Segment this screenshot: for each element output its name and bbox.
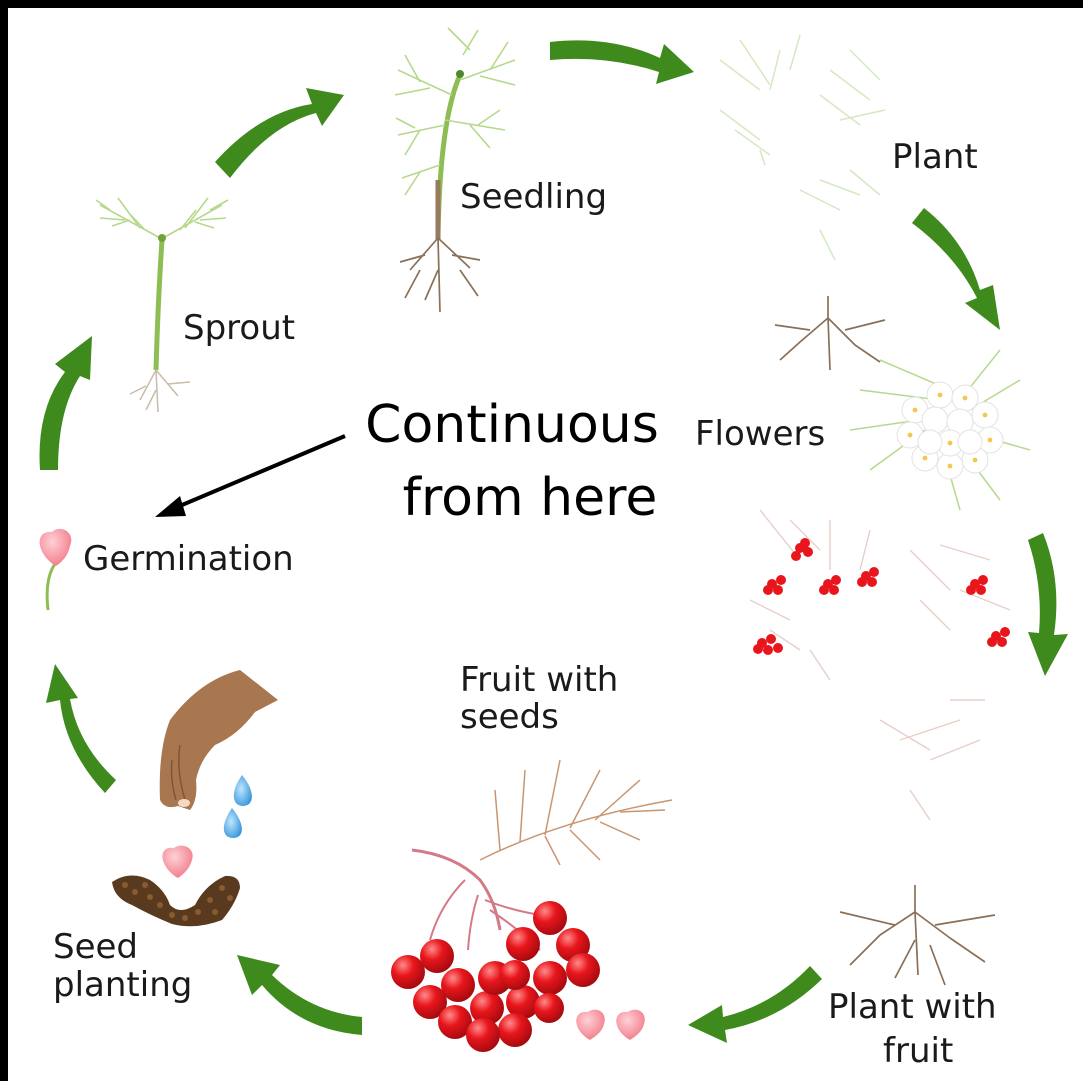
label-fruit-with-seeds-line2: seeds: [460, 697, 559, 737]
center-note-line1: Continuous: [365, 395, 659, 455]
arrow-plant-to-flowers: [912, 208, 1000, 330]
label-plant-with-fruit-line2: fruit: [883, 1031, 953, 1071]
arrow-fruit-to-planting: [237, 955, 362, 1035]
fruit-with-seeds-illustration: [391, 760, 672, 1052]
label-flowers: Flowers: [695, 414, 825, 454]
plant-illustration: [720, 35, 885, 370]
sprout-illustration: [96, 198, 228, 412]
hand: [160, 670, 278, 810]
label-seed-planting-line2: planting: [53, 965, 192, 1005]
label-plant-with-fruit-line1: Plant with: [828, 987, 997, 1027]
label-sprout: Sprout: [183, 308, 295, 348]
label-germination: Germination: [83, 539, 294, 579]
planted-seed: [162, 846, 192, 878]
arrow-seedling-to-plant: [550, 40, 694, 84]
arrow-flowers-to-fruitplant: [1028, 533, 1068, 676]
arrow-planting-to-germination: [46, 664, 116, 793]
soil: [112, 875, 240, 926]
seedling-illustration: [395, 28, 515, 312]
germination-illustration: [40, 529, 72, 610]
arrow-sprout-to-seedling: [215, 88, 344, 178]
arrow-germination-to-sprout: [40, 336, 92, 470]
label-seed-planting-line1: Seed: [53, 927, 138, 967]
label-fruit-with-seeds-line1: Fruit with: [460, 660, 618, 700]
flowers-illustration: [850, 350, 1030, 510]
fruit-seeds: [576, 1010, 645, 1040]
fruit-clusters: [753, 538, 1010, 655]
label-seedling: Seedling: [460, 177, 607, 217]
arrow-fruitplant-to-fruit: [688, 966, 822, 1043]
center-note-line2: from here: [403, 468, 658, 528]
seed-planting-illustration: [112, 670, 278, 926]
label-plant: Plant: [892, 137, 978, 177]
berry-cluster: [391, 901, 600, 1052]
pointer-arrow: [155, 436, 345, 517]
germinating-seed: [40, 529, 72, 566]
plant-with-fruit-illustration: [750, 510, 1010, 985]
water-drop: [234, 775, 252, 806]
water-drop: [224, 808, 242, 838]
